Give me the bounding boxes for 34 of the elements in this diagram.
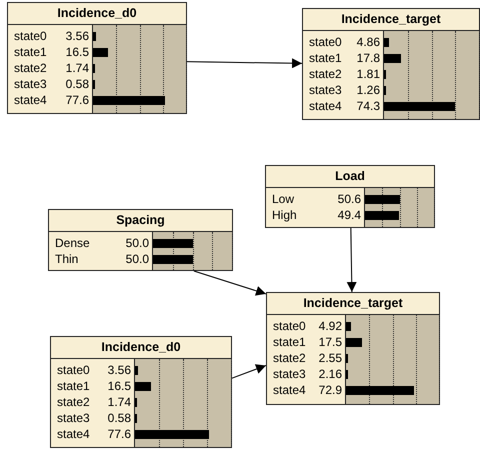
state-row-text: state3 0.58 <box>57 410 132 426</box>
state-row-text: Dense 50.0 <box>55 235 150 251</box>
state-row-text: state4 77.6 <box>57 426 132 442</box>
node-card <box>265 165 435 228</box>
state-row-text: state0 3.56 <box>14 28 90 44</box>
state-row-text: state4 74.3 <box>309 98 381 114</box>
state-row-text: state4 77.6 <box>14 92 90 108</box>
state-row-text: state3 0.58 <box>14 76 90 92</box>
state-row-text: state0 4.92 <box>273 318 343 334</box>
node-card <box>50 336 232 448</box>
node-card <box>7 2 187 114</box>
state-row-text: state1 16.5 <box>57 378 132 394</box>
state-row-text: Low 50.6 <box>272 191 362 207</box>
state-row-text: state2 1.74 <box>57 394 132 410</box>
state-row-text: state2 2.55 <box>273 350 343 366</box>
state-row-text: Thin 50.0 <box>55 251 150 267</box>
state-row-text: High 49.4 <box>272 207 362 223</box>
state-row-text: state0 4.86 <box>309 34 381 50</box>
node-card <box>48 209 233 271</box>
node-card <box>266 292 440 405</box>
state-row-text: state1 16.5 <box>14 44 90 60</box>
state-row-text: state2 1.74 <box>14 60 90 76</box>
state-row-text: state2 1.81 <box>309 66 381 82</box>
node-card <box>302 8 480 120</box>
state-row-text: state3 2.16 <box>273 366 343 382</box>
state-row-text: state1 17.5 <box>273 334 343 350</box>
arrow <box>232 364 266 379</box>
arrow <box>193 270 266 296</box>
arrow <box>346 228 357 292</box>
state-row-text: state0 3.56 <box>57 362 132 378</box>
state-row-text: state1 17.8 <box>309 50 381 66</box>
arrow <box>186 58 302 68</box>
state-row-text: state3 1.26 <box>309 82 381 98</box>
state-row-text: state4 72.9 <box>273 382 343 398</box>
